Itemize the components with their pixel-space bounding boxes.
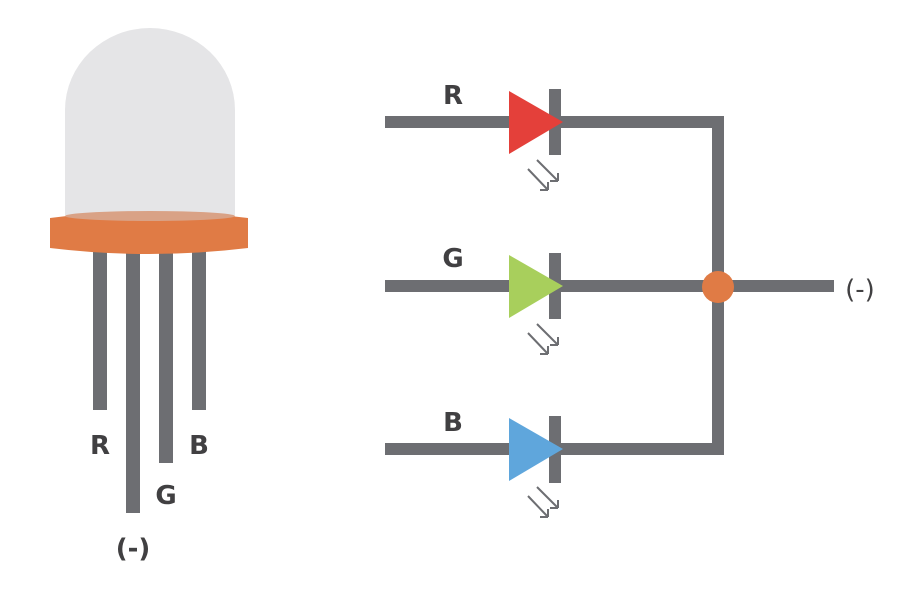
pin-r [93,250,107,410]
light-arrow-icon-r [527,159,559,191]
pin-b [192,250,206,410]
light-arrow-icon-g [527,323,559,355]
diode-label-g: G [442,244,463,274]
led-base [50,211,248,254]
led-dome [65,28,235,215]
common-label: (-) [845,275,875,305]
junction-node [702,271,734,303]
diode-r: R [443,81,563,155]
diode-label-b: B [443,408,463,438]
pin-label-common: (-) [116,534,151,564]
light-arrows [527,159,559,518]
pin-common [126,250,140,513]
light-arrow-icon-b [527,486,559,518]
diode-label-r: R [443,81,463,111]
diode-b: B [443,408,563,483]
pin-g [159,250,173,463]
diode-g: G [442,244,563,319]
pin-label-r: R [90,431,110,461]
diode-triangle-g [509,255,563,318]
schematic: R G B (-) [385,81,875,518]
diode-triangle-r [509,91,563,154]
pin-label-g: G [155,481,176,511]
wire-g [385,280,834,292]
led-component: R (-) G B [50,28,248,564]
pin-label-b: B [189,431,209,461]
led-base-top [65,211,235,221]
diode-triangle-b [509,418,563,481]
